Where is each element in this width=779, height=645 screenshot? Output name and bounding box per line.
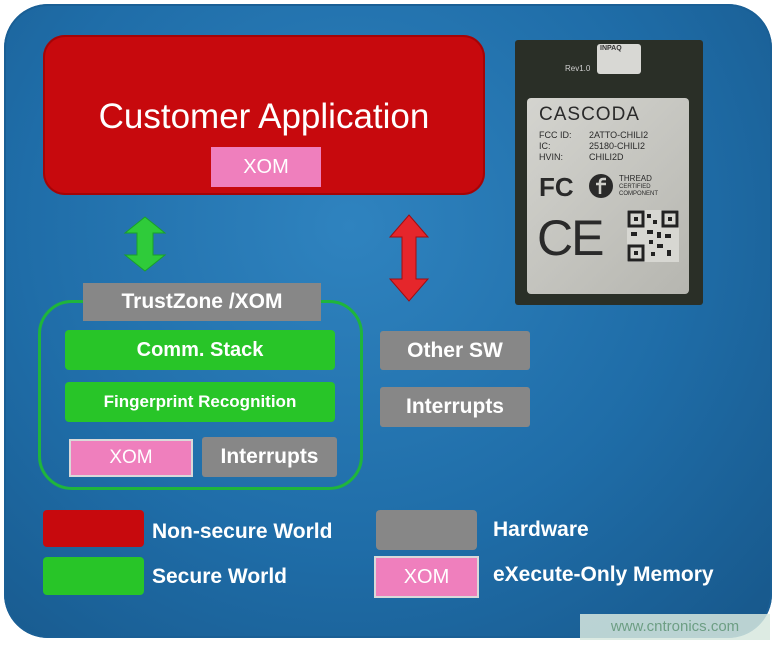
comm-stack-block: Comm. Stack bbox=[65, 330, 335, 370]
legend-secure-label: Secure World bbox=[152, 565, 287, 588]
module-revision: Rev1.0 bbox=[565, 64, 591, 73]
legend-non-secure-swatch bbox=[43, 510, 144, 547]
other-interrupts-block: Interrupts bbox=[380, 387, 530, 427]
secure-xom-block: XOM bbox=[71, 441, 191, 475]
thread-text-1: THREAD bbox=[619, 174, 652, 183]
qr-code-icon bbox=[627, 210, 679, 262]
secure-interrupts-block: Interrupts bbox=[202, 437, 337, 477]
antenna-brand: INPAQ bbox=[600, 45, 622, 52]
legend-hardware-swatch bbox=[376, 510, 477, 550]
customer-application-title: Customer Application bbox=[98, 97, 430, 136]
legend-xom-label: eXecute-Only Memory bbox=[493, 563, 714, 586]
module-fcc-value: 2ATTO-CHILI2 bbox=[589, 130, 649, 140]
module-ic-value: 25180-CHILI2 bbox=[589, 141, 646, 151]
module-pcb: INPAQ Rev1.0 CASCODA FCC ID: 2ATTO-CHILI… bbox=[515, 40, 703, 305]
thread-text-2: CERTIFIED bbox=[619, 184, 651, 190]
fingerprint-recognition-block: Fingerprint Recognition bbox=[65, 382, 335, 422]
ce-mark: CE bbox=[537, 210, 604, 266]
trustzone-label: TrustZone /XOM bbox=[83, 283, 321, 321]
thread-text-3: COMPONENT bbox=[619, 191, 658, 197]
thread-logo-icon bbox=[589, 174, 613, 198]
legend-secure-swatch bbox=[43, 557, 144, 595]
antenna-chip: INPAQ bbox=[597, 44, 641, 74]
watermark: www.cntronics.com bbox=[580, 614, 770, 640]
module-hvin-value: CHILI2D bbox=[589, 152, 624, 162]
module-brand: CASCODA bbox=[539, 104, 640, 125]
fcc-mark: FC bbox=[539, 172, 574, 202]
module-fcc-label: FCC ID: bbox=[539, 130, 572, 140]
nonsecure-access-arrow-icon bbox=[388, 214, 430, 302]
other-sw-block: Other SW bbox=[380, 331, 530, 370]
secure-access-arrow-icon bbox=[123, 216, 167, 272]
module-hvin-label: HVIN: bbox=[539, 152, 564, 162]
legend-xom-swatch: XOM bbox=[376, 558, 477, 596]
module-ic-label: IC: bbox=[539, 141, 551, 151]
module-shield-can: CASCODA FCC ID: 2ATTO-CHILI2 IC: 25180-C… bbox=[527, 98, 689, 294]
customer-xom-block: XOM bbox=[211, 147, 321, 187]
legend-non-secure-label: Non-secure World bbox=[152, 520, 333, 543]
legend-hardware-label: Hardware bbox=[493, 518, 589, 541]
